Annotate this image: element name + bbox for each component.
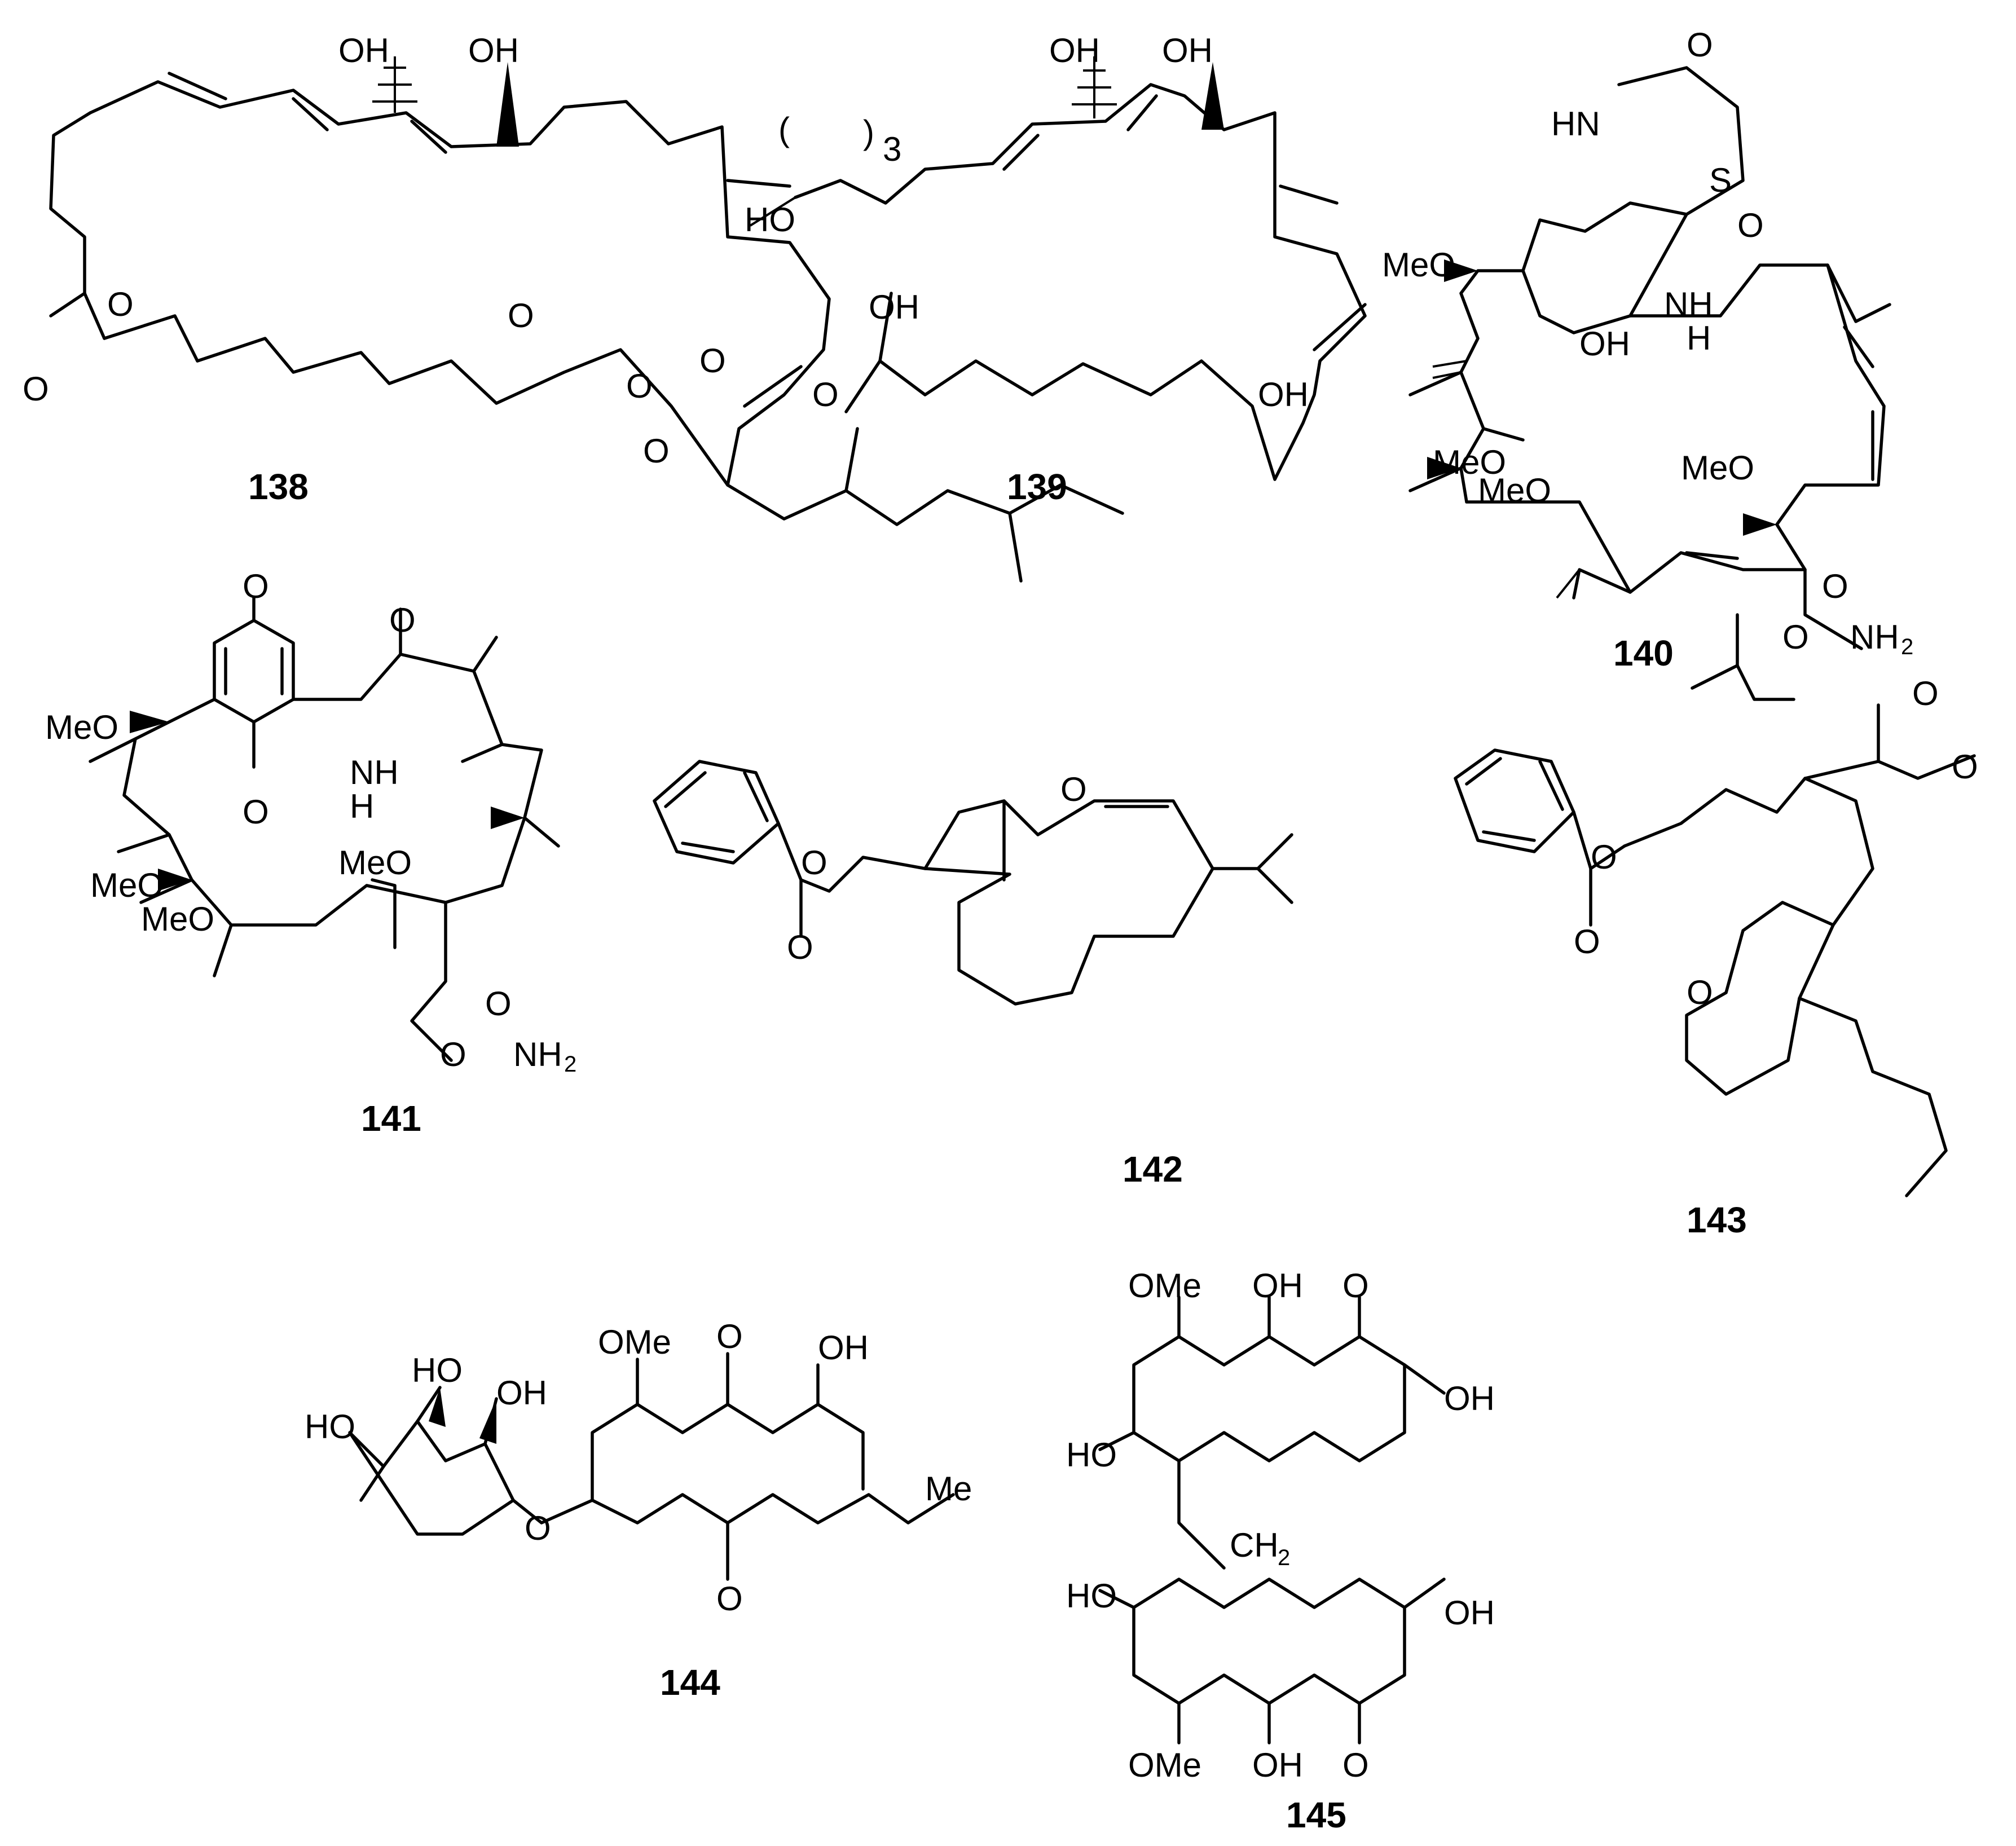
atom-label: O: [1591, 838, 1617, 876]
atom-label: OH: [1252, 1746, 1303, 1784]
atom-label: NH: [1664, 285, 1713, 323]
atom-label: OMe: [1128, 1267, 1201, 1305]
atom-label: O: [699, 342, 726, 380]
atom-label: (: [778, 111, 790, 148]
atom-label: OH: [1444, 1380, 1495, 1417]
compound-label: 140: [1613, 633, 1674, 673]
atom-label: 2: [1278, 1545, 1290, 1570]
compound-label: 145: [1286, 1795, 1346, 1835]
compound-140: O HN S O NH H OH MeO MeO MeO MeO O O NH …: [1382, 26, 1913, 701]
atom-label: OH: [869, 288, 919, 326]
atom-label: OH: [468, 32, 519, 69]
atom-label: O: [1782, 618, 1809, 656]
compound-label: 144: [660, 1662, 720, 1703]
atom-label: O: [626, 367, 653, 405]
atom-label: NH: [1850, 618, 1899, 656]
atom-label: H: [1687, 319, 1711, 357]
compound-label: 142: [1123, 1149, 1183, 1189]
compound-label: 141: [361, 1098, 421, 1139]
atom-label: O: [1912, 675, 1939, 712]
atom-label: MeO: [1433, 443, 1506, 481]
compound-145: OMe OH O OH HO CH 2 HO OH OMe OH O 145: [1066, 1267, 1495, 1835]
atom-label: 2: [1901, 635, 1913, 659]
atom-label: O: [643, 432, 670, 470]
atom-label: HO: [1066, 1436, 1117, 1474]
atom-label: O: [812, 376, 839, 413]
atom-label: OH: [1444, 1594, 1495, 1632]
compound-label: 139: [1007, 466, 1067, 507]
atom-label: OMe: [598, 1323, 671, 1361]
atom-label: MeO: [1478, 472, 1551, 509]
atom-label: O: [440, 1036, 466, 1073]
compound-143: O O O O O 143: [1454, 675, 1978, 1240]
atom-label: OH: [818, 1329, 869, 1367]
atom-label: HO: [412, 1351, 463, 1389]
compound-141: O O NH H O MeO MeO MeO MeO O O NH 2 141: [45, 567, 576, 1139]
atom-label: O: [787, 928, 813, 966]
atom-label: O: [525, 1509, 551, 1547]
atom-label: HN: [1551, 105, 1600, 143]
atom-label: H: [350, 787, 374, 825]
atom-label: O: [508, 297, 534, 334]
atom-label: OH: [1252, 1267, 1303, 1305]
atom-label: MeO: [45, 708, 118, 746]
atom-label: MeO: [141, 900, 214, 938]
atom-label: OMe: [1128, 1746, 1201, 1784]
atom-label: O: [1342, 1267, 1369, 1305]
atom-label: S: [1709, 161, 1732, 199]
atom-label: O: [1687, 973, 1713, 1011]
compound-label: 138: [248, 466, 309, 507]
compound-label: 143: [1687, 1200, 1747, 1240]
atom-label: O: [243, 567, 269, 605]
atom-label: O: [1737, 206, 1764, 244]
atom-label: MeO: [90, 866, 164, 904]
atom-label: MeO: [1681, 449, 1754, 487]
atom-label: NH: [350, 754, 399, 791]
atom-label: O: [243, 793, 269, 831]
atom-label: NH: [513, 1036, 562, 1073]
atom-label: HO: [1066, 1577, 1117, 1615]
atom-label: 3: [883, 130, 901, 168]
atom-label: 2: [564, 1052, 576, 1077]
compound-144: HO HO OH O OMe O OH Me O 144: [305, 1318, 972, 1703]
compound-139: OH OH HO ( ) 3 OH O OH 139: [745, 32, 1367, 507]
atom-label: O: [485, 985, 512, 1023]
atom-label: O: [716, 1318, 743, 1355]
atom-label: OH: [1258, 376, 1309, 413]
atom-label: OH: [338, 32, 389, 69]
atom-label: CH: [1230, 1526, 1279, 1564]
atom-label: MeO: [1382, 246, 1455, 284]
atom-label: O: [801, 844, 827, 882]
atom-label: O: [716, 1580, 743, 1618]
atom-label: ): [863, 113, 874, 151]
atom-label: OH: [1049, 32, 1100, 69]
atom-label: O: [1687, 26, 1713, 64]
atom-label: MeO: [338, 844, 412, 882]
atom-label: O: [1952, 748, 1978, 786]
compound-142: O O O 142: [653, 760, 1293, 1189]
atom-label: OH: [1579, 325, 1630, 363]
atom-label: Me: [925, 1470, 972, 1508]
atom-label: HO: [745, 201, 795, 239]
atom-label: O: [1060, 770, 1087, 808]
atom-label: O: [1574, 923, 1600, 961]
atom-label: O: [23, 370, 49, 408]
atom-label: OH: [496, 1374, 547, 1412]
atom-label: O: [1822, 567, 1848, 605]
atom-label: O: [1342, 1746, 1369, 1784]
atom-label: OH: [1162, 32, 1213, 69]
atom-label: O: [389, 601, 416, 639]
compound-138: OH OH O O O O O O 138: [23, 32, 1124, 583]
atom-label: O: [107, 285, 134, 323]
atom-label: HO: [305, 1408, 355, 1446]
